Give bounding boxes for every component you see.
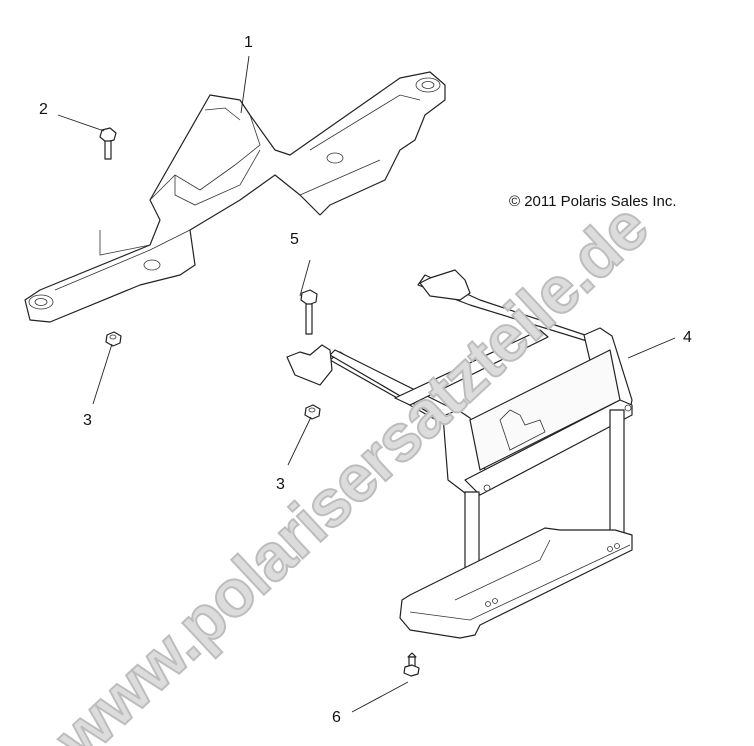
callout-3-center: 3 bbox=[276, 476, 285, 493]
part-1-frame-bracket bbox=[24, 71, 446, 323]
callout-3-left: 3 bbox=[83, 412, 92, 429]
part-5-long-bolt bbox=[300, 289, 318, 335]
leader-lines bbox=[57, 55, 676, 713]
part-2-bolt bbox=[99, 127, 117, 160]
part-3-nut-left bbox=[105, 331, 122, 347]
callout-5: 5 bbox=[290, 231, 299, 248]
copyright-text: © 2011 Polaris Sales Inc. bbox=[509, 193, 677, 210]
callout-2: 2 bbox=[39, 101, 48, 118]
part-6-screw bbox=[403, 652, 420, 677]
part-3-nut-center bbox=[304, 404, 321, 420]
callout-4: 4 bbox=[683, 329, 692, 346]
callout-6: 6 bbox=[332, 709, 341, 726]
callout-1: 1 bbox=[244, 34, 253, 51]
part-4-frame-support bbox=[286, 269, 633, 639]
